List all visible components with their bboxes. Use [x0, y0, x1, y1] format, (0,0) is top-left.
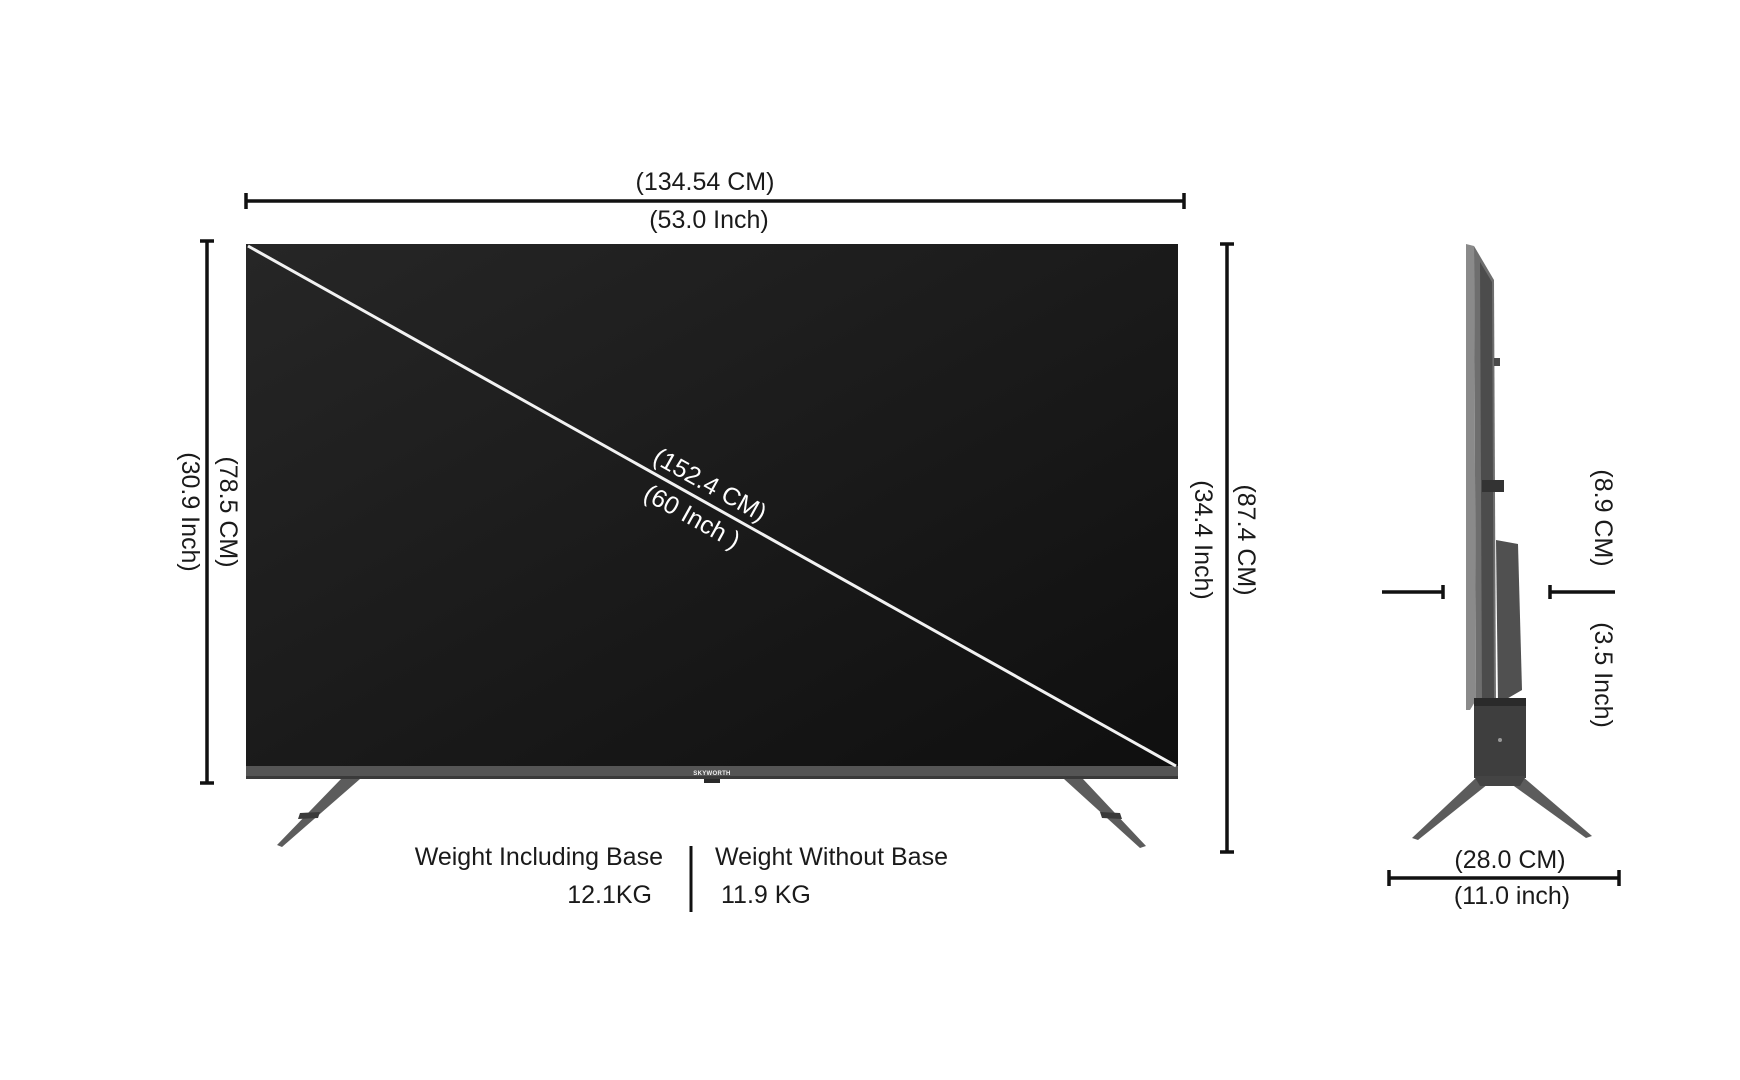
tv-stand-foot-back [1500, 776, 1592, 838]
tv-stand-foot-front [1412, 776, 1498, 840]
tv-side-panel [1466, 244, 1476, 710]
brand-logo: SKYWORTH [693, 771, 730, 777]
panel-height-cm-label: (78.5 CM) [214, 456, 242, 567]
depth-dimension: (8.9 CM) (3.5 Inch) [1382, 469, 1617, 728]
width-inch-label: (53.0 Inch) [649, 206, 769, 234]
width-cm-label: (134.54 CM) [636, 168, 775, 196]
front-view: SKYWORTH [246, 244, 1178, 848]
weight-without-base-label: Weight Without Base [715, 843, 948, 871]
side-view [1412, 244, 1592, 840]
weight-without-base-value: 11.9 KG [721, 881, 811, 909]
weight-including-base-value: 12.1KG [567, 881, 652, 909]
width-dimension: (134.54 CM) (53.0 Inch) [244, 168, 1186, 234]
depth-cm-label: (8.9 CM) [1589, 469, 1617, 566]
panel-height-dimension: (78.5 CM) (30.9 Inch) [176, 239, 242, 785]
stand-depth-cm-label: (28.0 CM) [1454, 846, 1565, 874]
total-height-dimension: (87.4 CM) (34.4 Inch) [1189, 242, 1260, 854]
total-height-inch-label: (34.4 Inch) [1189, 480, 1217, 600]
tv-bottom-bezel [246, 766, 1178, 779]
tv-sensor [704, 779, 720, 783]
weight-including-base-label: Weight Including Base [415, 843, 663, 871]
tv-rear-bump [1496, 540, 1522, 704]
stand-depth-inch-label: (11.0 inch) [1454, 882, 1570, 910]
depth-inch-label: (3.5 Inch) [1589, 622, 1617, 728]
stand-depth-dimension: (28.0 CM) (11.0 inch) [1387, 846, 1621, 910]
panel-height-inch-label: (30.9 Inch) [176, 452, 204, 572]
diagonal-line [247, 244, 1177, 768]
total-height-cm-label: (87.4 CM) [1232, 484, 1260, 595]
weight-info: Weight Including Base 12.1KG Weight With… [415, 843, 948, 912]
